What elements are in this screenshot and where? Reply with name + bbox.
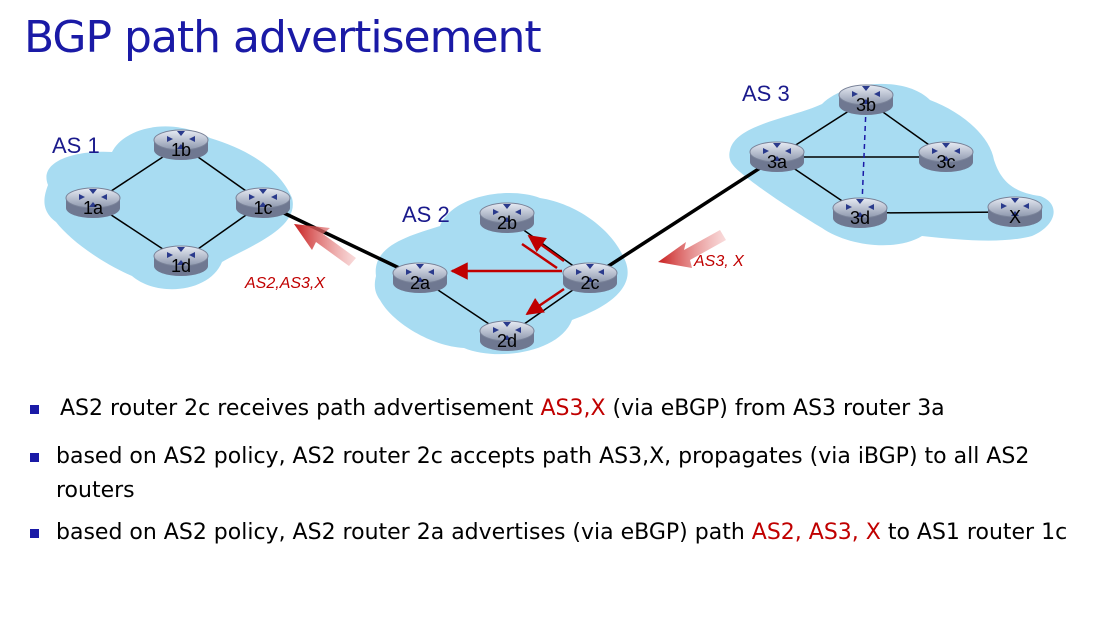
network-diagram: AS 1 AS 2 AS 3 AS3, X AS2,AS3,X 1a 1b 1c	[44, 81, 1054, 355]
router-1d[interactable]: 1d	[153, 245, 209, 277]
svg-text:1d: 1d	[171, 256, 191, 276]
bullet-highlight: AS3,X	[540, 396, 606, 421]
svg-text:2b: 2b	[497, 213, 517, 233]
svg-text:3c: 3c	[936, 152, 955, 172]
ebgp-link-2c-3a	[589, 155, 778, 280]
svg-text:3d: 3d	[850, 208, 870, 228]
router-1b[interactable]: 1b	[153, 129, 209, 161]
advert-arrow-to-as1	[294, 224, 356, 266]
ebgp-link-1c-2a	[262, 201, 421, 280]
router-2d[interactable]: 2d	[479, 320, 535, 352]
bullet-item: based on AS2 policy, AS2 router 2a adver…	[30, 516, 1105, 550]
bullet-list: AS2 router 2c receives path advertisemen…	[30, 392, 1105, 558]
bullet-item: based on AS2 policy, AS2 router 2c accep…	[30, 440, 1105, 508]
bullet-item: AS2 router 2c receives path advertisemen…	[30, 392, 1105, 426]
router-2b[interactable]: 2b	[479, 202, 535, 234]
router-1c[interactable]: 1c	[235, 187, 291, 219]
router-3c[interactable]: 3c	[918, 141, 974, 173]
router-2c[interactable]: 2c	[562, 262, 618, 294]
svg-text:3a: 3a	[767, 152, 788, 172]
router-2a[interactable]: 2a	[392, 262, 448, 294]
bullet-text: to AS1 router 1c	[880, 520, 1068, 545]
advert-label-from-as3: AS3, X	[693, 253, 745, 270]
advert-label-to-as1: AS2,AS3,X	[244, 275, 326, 292]
svg-text:2d: 2d	[497, 331, 517, 351]
as3-label: AS 3	[742, 81, 790, 106]
advert-arrow-from-as3	[658, 230, 726, 268]
as2-cloud	[374, 193, 628, 355]
router-3a[interactable]: 3a	[749, 141, 805, 173]
as1-label: AS 1	[52, 133, 100, 158]
svg-text:2a: 2a	[410, 273, 431, 293]
svg-text:X: X	[1009, 207, 1021, 227]
bullet-text: based on AS2 policy, AS2 router 2a adver…	[56, 520, 752, 545]
bullet-text: (via eBGP) from AS3 router 3a	[605, 396, 945, 421]
svg-text:1c: 1c	[253, 198, 272, 218]
svg-text:1b: 1b	[171, 140, 191, 160]
slide-title: BGP path advertisement	[24, 12, 542, 63]
as1-cloud	[44, 126, 293, 290]
bullet-text: AS2 router 2c receives path advertisemen…	[60, 396, 541, 421]
bullet-highlight: AS2, AS3, X	[751, 520, 881, 545]
svg-text:1a: 1a	[83, 198, 104, 218]
svg-text:2c: 2c	[580, 273, 599, 293]
as2-label: AS 2	[402, 202, 450, 227]
ibgp-advertisement-arrows	[450, 234, 565, 316]
router-1a[interactable]: 1a	[65, 187, 121, 219]
router-3d[interactable]: 3d	[832, 197, 888, 229]
router-x[interactable]: X	[987, 196, 1043, 228]
ibgp-link-3b-3d	[861, 107, 867, 205]
svg-text:3b: 3b	[856, 95, 876, 115]
bullet-text: based on AS2 policy, AS2 router 2c accep…	[56, 444, 1030, 503]
router-3b[interactable]: 3b	[838, 84, 894, 116]
as3-cloud	[729, 83, 1054, 246]
